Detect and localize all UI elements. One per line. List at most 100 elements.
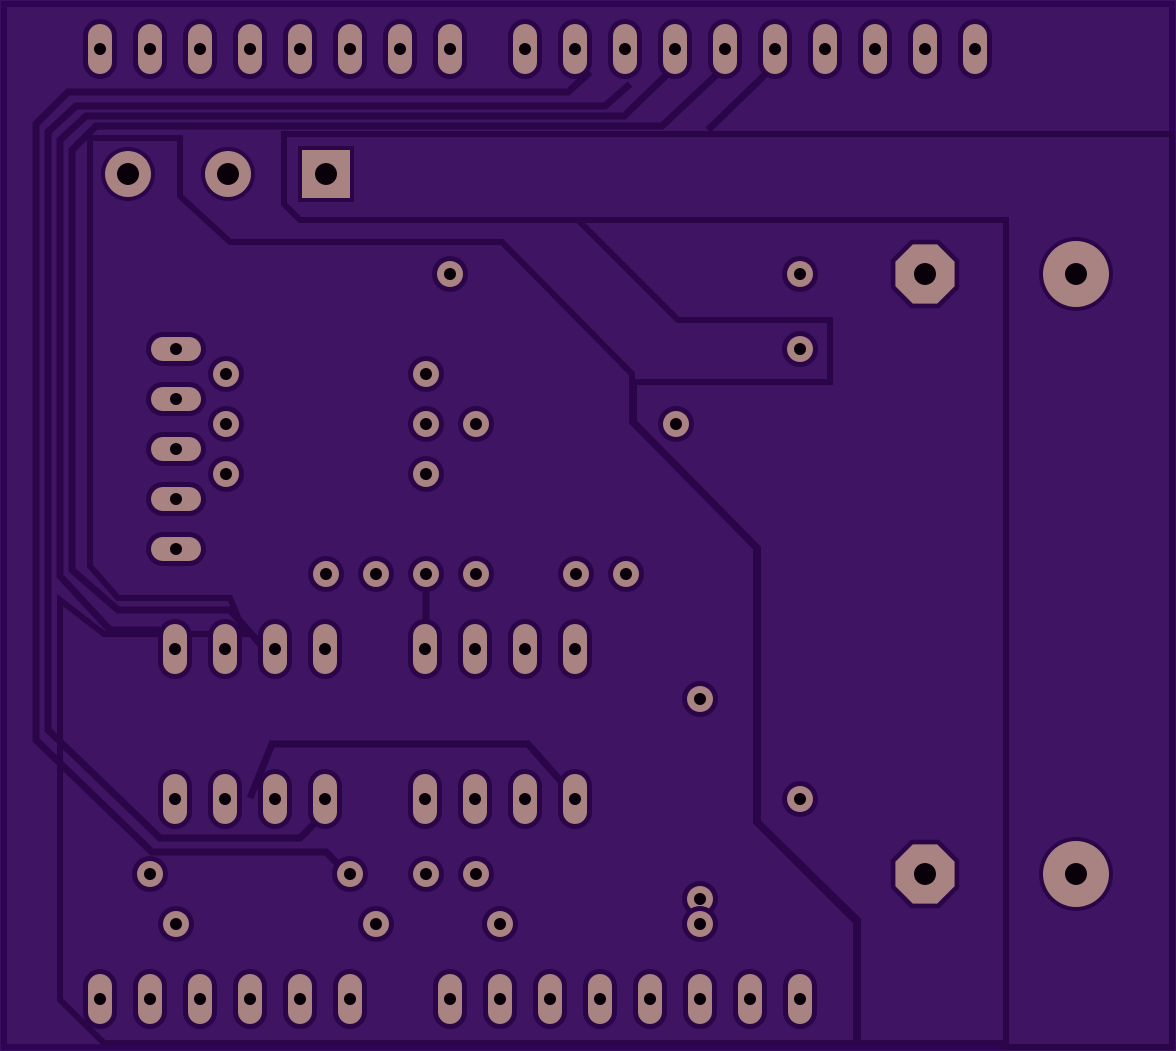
ic-dip-upper-right [408,619,592,679]
drill-hole [170,493,182,505]
drill-hole [319,793,331,805]
drill-hole [914,263,936,285]
drill-hole [315,163,337,185]
drill-hole [94,43,106,55]
drill-hole [320,568,332,580]
drill-hole [220,368,232,380]
drill-hole [694,893,706,905]
drill-hole [694,693,706,705]
drill-hole [444,43,456,55]
drill-hole [294,43,306,55]
drill-hole [344,43,356,55]
drill-hole [569,643,581,655]
drill-hole [569,43,581,55]
drill-hole [170,343,182,355]
drill-hole [519,793,531,805]
drill-hole [219,643,231,655]
drill-hole [969,43,981,55]
drill-hole [344,868,356,880]
trace [68,59,733,649]
drill-hole [420,418,432,430]
drill-hole [170,393,182,405]
drill-hole [169,793,181,805]
drill-hole [794,343,806,355]
ic-dip-upper-left [158,619,342,679]
drill-hole [444,268,456,280]
drill-hole [269,643,281,655]
drill-hole [194,43,206,55]
drill-hole [420,868,432,880]
trace [44,81,633,842]
drill-hole [420,568,432,580]
drill-hole [294,993,306,1005]
drill-hole [1065,263,1087,285]
drill-hole [669,43,681,55]
drill-hole [370,918,382,930]
drill-hole [419,643,431,655]
drill-hole [370,568,382,580]
drill-hole [469,793,481,805]
drill-hole [269,793,281,805]
drill-hole [744,993,756,1005]
pad-group [83,19,1113,1029]
drill-hole [470,868,482,880]
trace [246,740,577,800]
drill-hole [220,418,232,430]
header-bottom-right [433,969,817,1029]
drill-hole [869,43,881,55]
drill-hole [919,43,931,55]
drill-hole [519,43,531,55]
drill-hole [244,43,256,55]
drill-hole [619,43,631,55]
drill-hole [144,43,156,55]
drill-hole [570,568,582,580]
drill-hole [470,418,482,430]
drill-hole [244,993,256,1005]
drill-hole [194,993,206,1005]
drill-hole [694,993,706,1005]
side-connector [146,332,206,566]
drill-hole [220,468,232,480]
drill-hole [670,418,682,430]
drill-hole [914,863,936,885]
drill-hole [794,793,806,805]
drill-hole [170,918,182,930]
drill-hole [394,43,406,55]
header-top-right [508,19,992,79]
drill-hole [170,443,182,455]
mounting-holes [890,237,1113,911]
drill-hole [819,43,831,55]
terminal-block [101,146,354,202]
drill-hole [794,268,806,280]
drill-hole [419,793,431,805]
drill-hole [469,643,481,655]
header-top-left [83,19,467,79]
drill-hole [494,993,506,1005]
drill-hole [644,993,656,1005]
drill-hole [794,993,806,1005]
trace [32,69,593,879]
drill-hole [169,643,181,655]
drill-hole [344,993,356,1005]
drill-hole [544,993,556,1005]
drill-hole [144,868,156,880]
drill-hole [494,918,506,930]
drill-hole [1065,863,1087,885]
trace-group [32,59,781,879]
drill-hole [420,368,432,380]
trace [56,59,683,634]
drill-hole [117,163,139,185]
drill-hole [319,643,331,655]
drill-hole [769,43,781,55]
drill-hole [594,993,606,1005]
drill-hole [569,793,581,805]
drill-hole [170,543,182,555]
drill-hole [94,993,106,1005]
drill-hole [519,643,531,655]
drill-hole [217,163,239,185]
drill-hole [719,43,731,55]
drill-hole [144,993,156,1005]
